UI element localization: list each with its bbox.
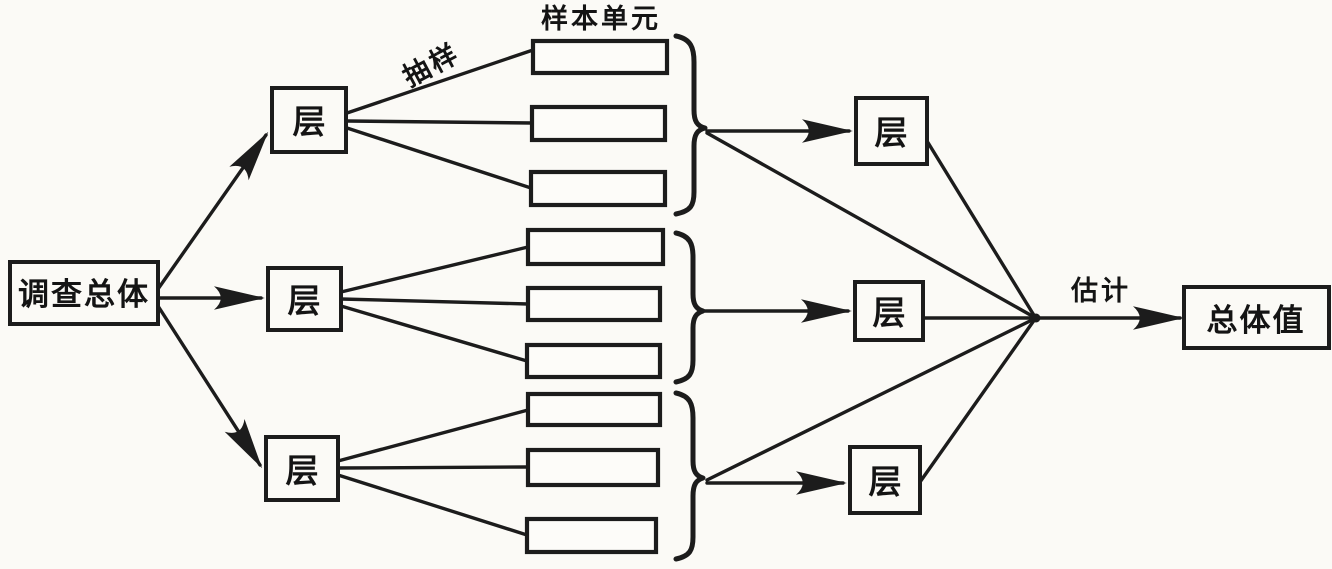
stratum-box-left-2: 层 <box>266 266 343 332</box>
sample-unit-group-2 <box>524 227 666 380</box>
arrow-population-stratum-1 <box>156 131 269 291</box>
stratum1-sampling-lines <box>345 48 535 190</box>
sample-unit-rect <box>528 169 668 208</box>
total-value-box: 总体值 <box>1182 285 1331 350</box>
stratum3-sampling-lines <box>336 408 530 537</box>
stratum-box-left-3: 层 <box>264 435 340 502</box>
sample-unit-rect <box>525 391 663 428</box>
total-value-label: 总体值 <box>1207 303 1306 339</box>
brace-group-3 <box>673 390 706 562</box>
line-stratum-r1-to-convergence <box>925 139 1037 319</box>
stratum-label: 层 <box>286 451 319 490</box>
sample-unit-group-1 <box>528 38 670 208</box>
stratum-box-right-3: 层 <box>848 445 922 515</box>
line-stratum-r3-to-convergence <box>918 317 1037 484</box>
stratum-label: 层 <box>288 281 321 320</box>
stratum-label: 层 <box>875 113 908 152</box>
brace-group-2 <box>673 230 706 385</box>
brace-group-1 <box>673 33 708 217</box>
stratum-box-right-2: 层 <box>853 280 925 342</box>
sample-unit-rect <box>525 285 663 323</box>
stratum-box-right-1: 层 <box>854 96 929 166</box>
stratum-label: 层 <box>873 293 906 332</box>
sample-unit-rect <box>525 447 661 488</box>
population-to-strata-arrows <box>156 131 269 469</box>
stratum-label: 层 <box>869 462 902 501</box>
sample-unit-rect <box>530 38 670 76</box>
stratum-box-left-1: 层 <box>270 86 348 154</box>
sample-unit-group-3 <box>524 391 663 555</box>
estimate-label: 估计 <box>1070 276 1131 307</box>
population-box-rect <box>8 260 160 326</box>
sample-unit-rect <box>525 227 666 267</box>
stratum2-sampling-lines <box>339 245 530 363</box>
sample-unit-rect <box>529 104 668 143</box>
sample-unit-rect <box>524 516 659 555</box>
sample-unit-rect <box>524 342 663 380</box>
line-group1-to-convergence <box>705 131 1036 319</box>
population-box-label: 调查总体 <box>18 277 150 313</box>
stratum-label: 层 <box>293 102 326 141</box>
sample-units-label: 样本单元 <box>541 3 661 35</box>
population-box: 调查总体 <box>8 260 160 326</box>
line-group3-to-convergence <box>705 317 1036 482</box>
arrow-population-stratum-3 <box>156 304 263 469</box>
